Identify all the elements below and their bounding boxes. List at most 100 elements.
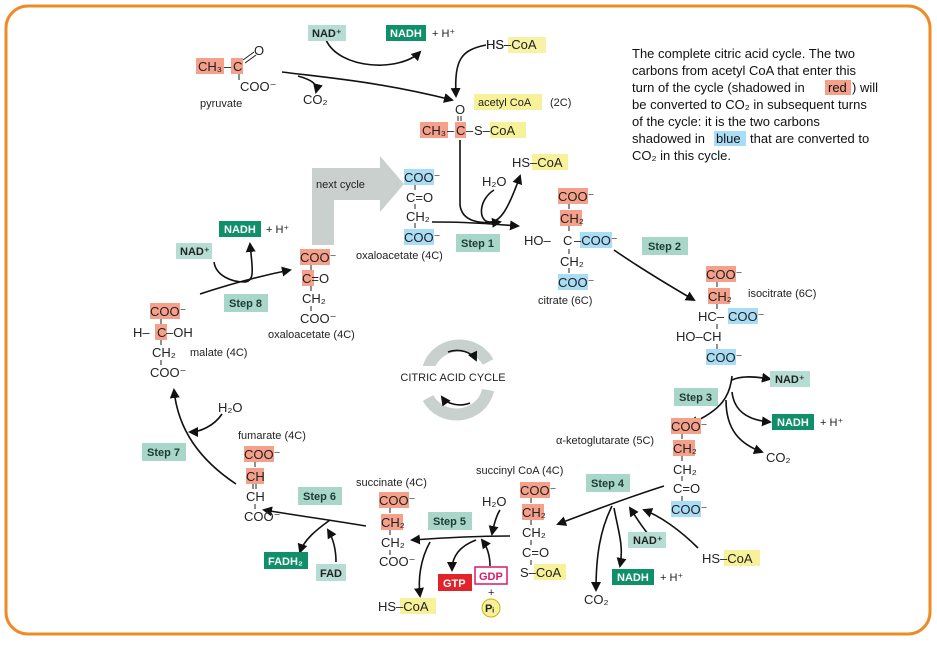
svg-text:COO⁻: COO⁻	[558, 275, 594, 290]
svg-text:C=O: C=O	[522, 545, 549, 560]
svg-text:COO⁻: COO⁻	[728, 309, 764, 324]
step7-label: Step 7	[147, 447, 180, 459]
svg-text:COO⁻: COO⁻	[300, 311, 336, 326]
svg-text:CH₂: CH₂	[522, 525, 546, 540]
center-arrow-top	[447, 349, 478, 362]
step4-box	[586, 474, 630, 492]
arrow-co2-step4	[591, 505, 613, 592]
hplus-top: + H⁺	[432, 28, 455, 40]
svg-text:HC–: HC–	[698, 309, 725, 324]
nad-step4: NAD⁺	[633, 535, 663, 547]
nadh-step8-box	[219, 221, 261, 237]
step3-box	[674, 388, 718, 406]
svg-text:O: O	[254, 43, 264, 58]
citrate-label: citrate (6C)	[538, 295, 592, 307]
arrow-nad-step4	[628, 506, 649, 535]
arrow-step6	[262, 506, 367, 527]
oxaloacetate-left-label: oxaloacetate (4C)	[268, 329, 355, 341]
isocitrate-label: isocitrate (6C)	[748, 288, 816, 300]
svg-text:H–: H–	[133, 325, 150, 340]
hscoa-top-overlay: HS–CoA	[486, 37, 537, 52]
arrow-co2-release	[297, 75, 323, 94]
step2-box	[642, 237, 688, 255]
acetylcoa-label: acetyl CoA	[478, 97, 532, 109]
nadh-step8: NADH	[224, 224, 256, 236]
svg-text:CH₂: CH₂	[708, 289, 732, 304]
svg-text:CH₃: CH₃	[422, 123, 446, 138]
arrow-step1-main	[459, 140, 502, 228]
h2o-step5: H₂O	[482, 494, 507, 509]
frame-border	[4, 4, 932, 636]
center-label: CITRIC ACID CYCLE	[400, 372, 505, 384]
svg-text:C: C	[157, 325, 166, 340]
svg-text:CH₂: CH₂	[381, 515, 405, 530]
arrow-nad-step3-in	[731, 372, 772, 383]
svg-text:CH₂: CH₂	[560, 254, 584, 269]
caption-red-swatch	[825, 80, 851, 95]
fadh2-label: FADH₂	[268, 556, 303, 568]
citrate-molecule: COO⁻ CH₂ HO– C –COO⁻ CH₂ COO⁻ citrate (6…	[524, 188, 618, 307]
arrow-step8	[199, 266, 292, 295]
svg-text:CH₂: CH₂	[560, 211, 584, 226]
h2o-step1: H₂O	[482, 174, 507, 189]
succinyl-coa-molecule: succinyl CoA (4C) COO⁻ CH₂ CH₂ C=O S–CoA	[476, 465, 566, 580]
svg-text:CH₂: CH₂	[406, 209, 430, 224]
caption: The complete citric acid cycle. The two …	[632, 46, 878, 163]
acetyl-coa-molecule: acetyl CoA (2C) O CH₃ – C – S–CoA	[420, 94, 571, 138]
fumarate-molecule: fumarate (4C) COO⁻ CH CH COO⁻	[238, 430, 306, 524]
svg-text:COO⁻: COO⁻	[300, 250, 336, 265]
svg-text:COO⁻: COO⁻	[404, 170, 440, 185]
fumarate-label: fumarate (4C)	[238, 430, 306, 442]
svg-text:C=O: C=O	[302, 271, 329, 286]
svg-text:COO⁻: COO⁻	[706, 267, 742, 282]
nad-step8: NAD⁺	[180, 246, 210, 258]
hscoa-step4: HS–CoA	[702, 551, 753, 566]
svg-text:–OH: –OH	[166, 325, 193, 340]
alpha-ketoglutarate-molecule: α-ketoglutarate (5C) COO⁻ CH₂ CH₂ C=O CO…	[556, 418, 707, 517]
svg-text:HO–CH: HO–CH	[676, 329, 722, 344]
svg-text:HO–: HO–	[524, 233, 552, 248]
isocitrate-molecule: COO⁻ CH₂ isocitrate (6C) HC– COO⁻ HO–CH …	[676, 266, 816, 365]
svg-text:(2C): (2C)	[550, 97, 571, 109]
arrow-nadh-step4	[613, 507, 627, 568]
step1-box	[456, 234, 500, 252]
nad-top: NAD⁺	[312, 28, 342, 40]
co2-pyruvate: CO₂	[303, 92, 328, 107]
arrow-fadh2-out	[297, 519, 331, 554]
caption-line-7: CO₂ in this cycle.	[632, 148, 731, 163]
svg-text:CH₂: CH₂	[381, 535, 405, 550]
svg-text:COO⁻: COO⁻	[379, 554, 415, 569]
arrow-h2o-step7	[188, 413, 223, 437]
center-cycle: CITRIC ACID CYCLE	[392, 339, 514, 421]
akg-label: α-ketoglutarate (5C)	[556, 435, 654, 447]
arrow-step4	[556, 485, 665, 526]
step5-label: Step 5	[433, 516, 466, 528]
caption-line-4: be converted to CO₂ in subsequent turns	[632, 97, 867, 112]
fad-box	[316, 564, 346, 581]
caption-line-5: of the cycle: it is the two carbons	[632, 114, 820, 129]
nad-step3-box	[770, 371, 810, 387]
arrow-gtp-out	[447, 539, 477, 572]
svg-text:CH₂: CH₂	[302, 291, 326, 306]
pyruvate-molecule: CH₃ – C O COO⁻ pyruvate	[196, 43, 276, 110]
svg-text:C: C	[233, 59, 242, 74]
svg-text:S–CoA: S–CoA	[474, 123, 516, 138]
arrow-nad-to-nadh-top	[325, 39, 422, 66]
arrow-hscoa-step5	[414, 541, 431, 598]
arrow-water-hscoa	[480, 174, 523, 223]
svg-text:CH₂: CH₂	[673, 441, 697, 456]
svg-text:COO⁻: COO⁻	[520, 483, 556, 498]
center-label-bg	[392, 366, 514, 388]
nad-step8-box	[176, 243, 212, 259]
svg-text:COO⁻: COO⁻	[240, 79, 276, 94]
step5-box	[428, 512, 472, 530]
arrow-gdp-in	[480, 538, 491, 567]
succinate-molecule: succinate (4C) COO⁻ CH₂ CH₂ COO⁻	[356, 477, 427, 569]
step3-label: Step 3	[679, 392, 712, 404]
hplus-step8: + H⁺	[266, 224, 289, 236]
arrow-pyruvate-to-acetylcoa	[281, 71, 454, 103]
oxaloacetate-top-label: oxaloacetate (4C)	[356, 250, 443, 262]
gdp-plus: +	[488, 587, 494, 599]
caption-line-6b: that are converted to	[750, 131, 869, 146]
